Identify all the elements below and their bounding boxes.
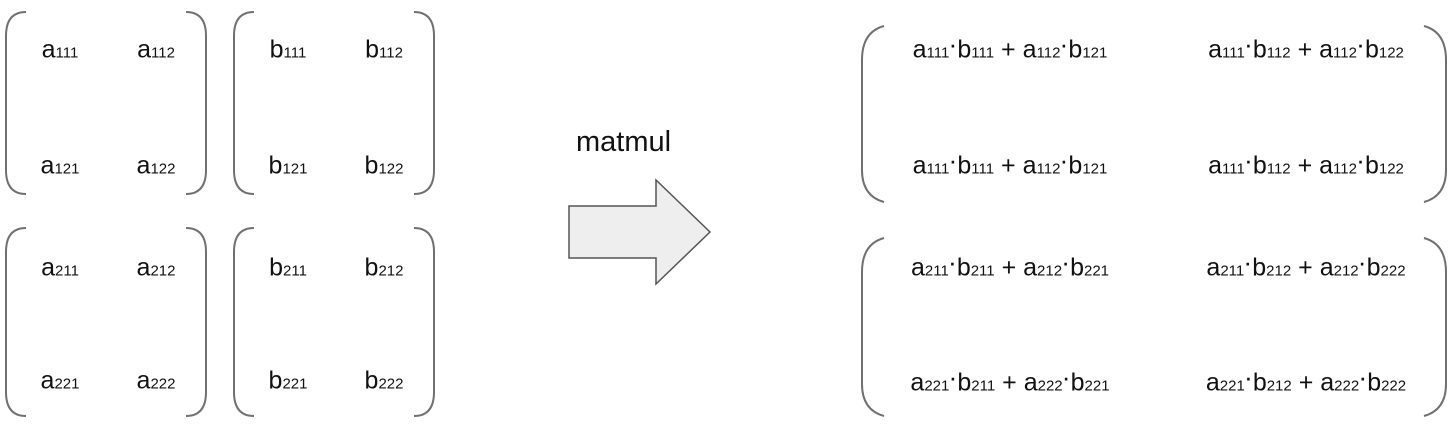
right-bracket <box>1423 25 1447 203</box>
right-bracket <box>185 11 207 195</box>
output-2-entry-3: a221·b211 + a222·b221 <box>910 368 1110 397</box>
output-1-entry-1: a111·b111 + a112·b121 <box>912 35 1108 64</box>
matrix-b-2-entry-212: b212 <box>364 253 404 282</box>
output-1-entry-2: a111·b112 + a112·b122 <box>1208 35 1404 64</box>
matrix-b-1-entry-111: b111 <box>269 35 307 64</box>
left-bracket <box>861 237 885 417</box>
matrix-b-2-entry-221: b221 <box>268 366 308 395</box>
matrix-a-2-brackets <box>5 227 207 417</box>
matrix-a-1-entry-112: a112 <box>137 35 175 64</box>
right-bracket <box>413 11 435 195</box>
left-bracket <box>233 11 255 195</box>
left-bracket <box>233 227 255 417</box>
matrix-a-2-entry-211: a211 <box>41 253 79 282</box>
output-1-entry-4: a111·b112 + a112·b122 <box>1208 151 1404 180</box>
matrix-b-1-entry-122: b122 <box>364 151 404 180</box>
output-1-brackets <box>861 25 1447 203</box>
matrix-b-1-entry-121: b121 <box>268 151 308 180</box>
matrix-b-2-entry-222: b222 <box>364 366 404 395</box>
right-bracket <box>413 227 435 417</box>
left-bracket <box>5 11 27 195</box>
output-1-entry-3: a111·b111 + a112·b121 <box>912 151 1108 180</box>
matmul-arrow <box>568 178 712 286</box>
left-bracket <box>5 227 27 417</box>
right-bracket <box>185 227 207 417</box>
matrix-a-1-brackets <box>5 11 207 195</box>
matrix-a-2-entry-221: a221 <box>40 366 80 395</box>
matmul-label: matmul <box>576 126 672 158</box>
matrix-b-2-entry-211: b211 <box>269 253 307 282</box>
matrix-a-1-entry-111: a111 <box>41 35 79 64</box>
matrix-a-2-entry-222: a222 <box>136 366 176 395</box>
output-2-entry-1: a211·b211 + a212·b221 <box>910 253 1110 282</box>
matrix-b-1-brackets <box>233 11 435 195</box>
output-2-brackets <box>861 237 1447 417</box>
output-2-entry-2: a211·b212 + a212·b222 <box>1206 253 1406 282</box>
matrix-a-2-entry-212: a212 <box>136 253 176 282</box>
matrix-a-1-entry-121: a121 <box>40 151 80 180</box>
matrix-a-1-entry-122: a122 <box>136 151 176 180</box>
output-2-entry-4: a221·b212 + a222·b222 <box>1205 368 1407 397</box>
matrix-b-2-brackets <box>233 227 435 417</box>
left-bracket <box>861 25 885 203</box>
matrix-b-1-entry-112: b112 <box>365 35 403 64</box>
right-bracket <box>1423 237 1447 417</box>
